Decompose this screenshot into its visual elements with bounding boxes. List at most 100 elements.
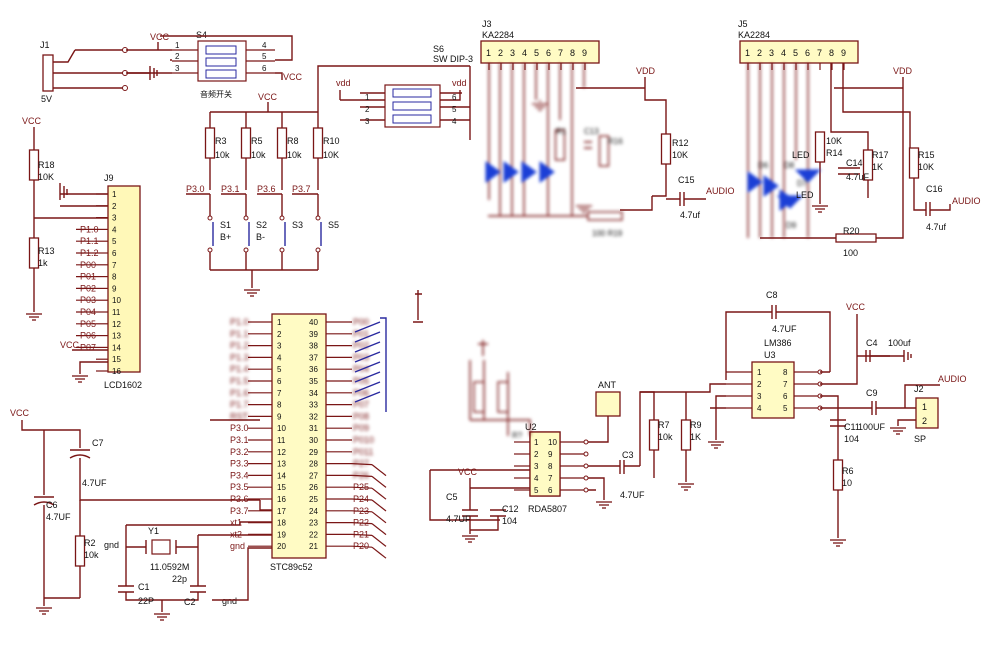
j1-value: 5V — [41, 94, 52, 104]
mcu-port-right: P010 — [353, 435, 374, 445]
c1-value: 22P — [138, 596, 154, 606]
mcu-pin-right: 31 — [309, 424, 318, 433]
mcu-pin-right: 24 — [309, 507, 318, 516]
j1-label: J1 — [40, 40, 50, 50]
c2-value-top: 22p — [172, 574, 187, 584]
c3-value: 4.7UF — [620, 490, 645, 500]
mcu-pin-left: 19 — [277, 530, 286, 539]
c8-value: 4.7UF — [772, 324, 797, 334]
mcu-port-right: P03 — [353, 352, 369, 362]
j9-pin-number: 8 — [112, 273, 117, 282]
mcu-pin-left: 2 — [277, 330, 282, 339]
u3-pin-left: 3 — [757, 392, 762, 401]
p31-label: P3.1 — [221, 184, 240, 194]
j3-label: J3 — [482, 19, 492, 29]
r15-value: 10K — [918, 162, 934, 172]
r17-label: R17 — [872, 150, 889, 160]
s6-pin-3: 3 — [365, 117, 370, 126]
svg-text:D6: D6 — [758, 161, 769, 170]
s6-pin-5: 5 — [452, 105, 457, 114]
s6-pin-4: 4 — [452, 117, 457, 126]
s5-label: S5 — [328, 220, 339, 230]
y1-value: 11.0592M — [150, 562, 189, 572]
gnd-label-xtal: gnd — [104, 540, 119, 550]
r14-label: R14 — [826, 148, 843, 158]
ka2284-pin-number: 5 — [534, 48, 539, 58]
mcu-port-left: P3.6 — [230, 494, 249, 504]
u2-pin-right: 6 — [548, 486, 553, 495]
c16-label: C16 — [926, 184, 943, 194]
reset-section: VCC C7 4.7UF C6 4.7UF R2 10k — [10, 408, 260, 615]
u2-pin-left: 3 — [534, 462, 539, 471]
mcu-pin-right: 27 — [309, 471, 318, 480]
ka2284-pin-number: 9 — [582, 48, 587, 58]
push-buttons: S1 B+ S2 B- S3 S5 — [207, 194, 339, 297]
mcu-port-left: gnd — [230, 541, 245, 551]
mcu-port-right: P05 — [353, 376, 369, 386]
mcu-pin-left: 20 — [277, 542, 286, 551]
ka2284-pin-number: 1 — [486, 48, 491, 58]
mcu-port-left: RST — [230, 411, 249, 421]
j9-connector — [107, 185, 141, 373]
u3-body — [751, 361, 795, 419]
mcu-pin-left: 9 — [277, 412, 282, 421]
c5-value: 4.7UF — [446, 514, 471, 524]
vcc-label-j9: VCC — [60, 340, 80, 350]
mcu-pin-right: 30 — [309, 436, 318, 445]
j3-value: KA2284 — [482, 30, 514, 40]
y1-label: Y1 — [148, 526, 159, 536]
s4-dip-switch: VCC S4 1 2 3 4 5 6 音频开关 VCC — [126, 30, 303, 99]
s6-label: S6 — [433, 44, 444, 54]
gnd-label-mcu: gnd — [222, 596, 237, 606]
mcu-pin-right: 39 — [309, 330, 318, 339]
mcu-port-right: P08 — [353, 411, 369, 421]
mcu-pin-left: 11 — [277, 436, 286, 445]
mcu-pin-right: 40 — [309, 318, 318, 327]
u2-pin-right: 10 — [548, 438, 557, 447]
c11-value: 104 — [844, 434, 859, 444]
j9-pin-number: 9 — [112, 284, 117, 293]
u3-pin-left: 1 — [757, 368, 762, 377]
vdd-label-j5: VDD — [893, 66, 913, 76]
ka2284-pin-number: 3 — [510, 48, 515, 58]
crystal-circuit: Y1 11.0592M 22p gnd C1 22P C2 gnd — [104, 521, 272, 621]
j9-pin-number: 2 — [112, 202, 117, 211]
u3-pin-right: 5 — [783, 404, 788, 413]
mcu-pin-right: 32 — [309, 412, 318, 421]
c9-label: C9 — [866, 388, 878, 398]
c16-value: 4.7uf — [926, 222, 947, 232]
c5-label: C5 — [446, 492, 458, 502]
r13-label: R13 — [38, 246, 55, 256]
j2-pin-1: 1 — [922, 402, 927, 412]
mcu-port-right: P011 — [353, 447, 373, 457]
mcu-pin-right: 35 — [309, 377, 318, 386]
r17-value: 1K — [872, 162, 883, 172]
j9-pin-number: 1 — [112, 190, 117, 199]
r14-value: 10K — [826, 136, 842, 146]
audio-label-j5: AUDIO — [952, 196, 981, 206]
mcu-pin-left: 1 — [277, 318, 282, 327]
mcu-pin-left: 12 — [277, 448, 286, 457]
r10-value: 10K — [323, 150, 339, 160]
mcu-pin-left: 17 — [277, 507, 286, 516]
c14-value: 4.7uF — [846, 172, 870, 182]
j9-label: J9 — [104, 173, 114, 183]
j2-label: J2 — [914, 384, 924, 394]
c9-value: 100UF — [858, 422, 886, 432]
p30-label: P3.0 — [186, 184, 205, 194]
mcu-pin-right: 37 — [309, 353, 318, 362]
r2-value: 10k — [84, 550, 99, 560]
mcu-pin-right: 21 — [309, 542, 318, 551]
j9-pin-number: 13 — [112, 332, 121, 341]
j9-pin-number: 14 — [112, 343, 121, 352]
r10-label: R10 — [323, 136, 340, 146]
j9-pin-number: 11 — [112, 308, 121, 317]
p36-label: P3.6 — [257, 184, 276, 194]
s4-pin-4: 4 — [262, 41, 267, 50]
s2-function: B- — [256, 232, 265, 242]
u2-pin-left: 2 — [534, 450, 539, 459]
j9-pin-number: 15 — [112, 355, 121, 364]
u2-pin-left: 5 — [534, 486, 539, 495]
